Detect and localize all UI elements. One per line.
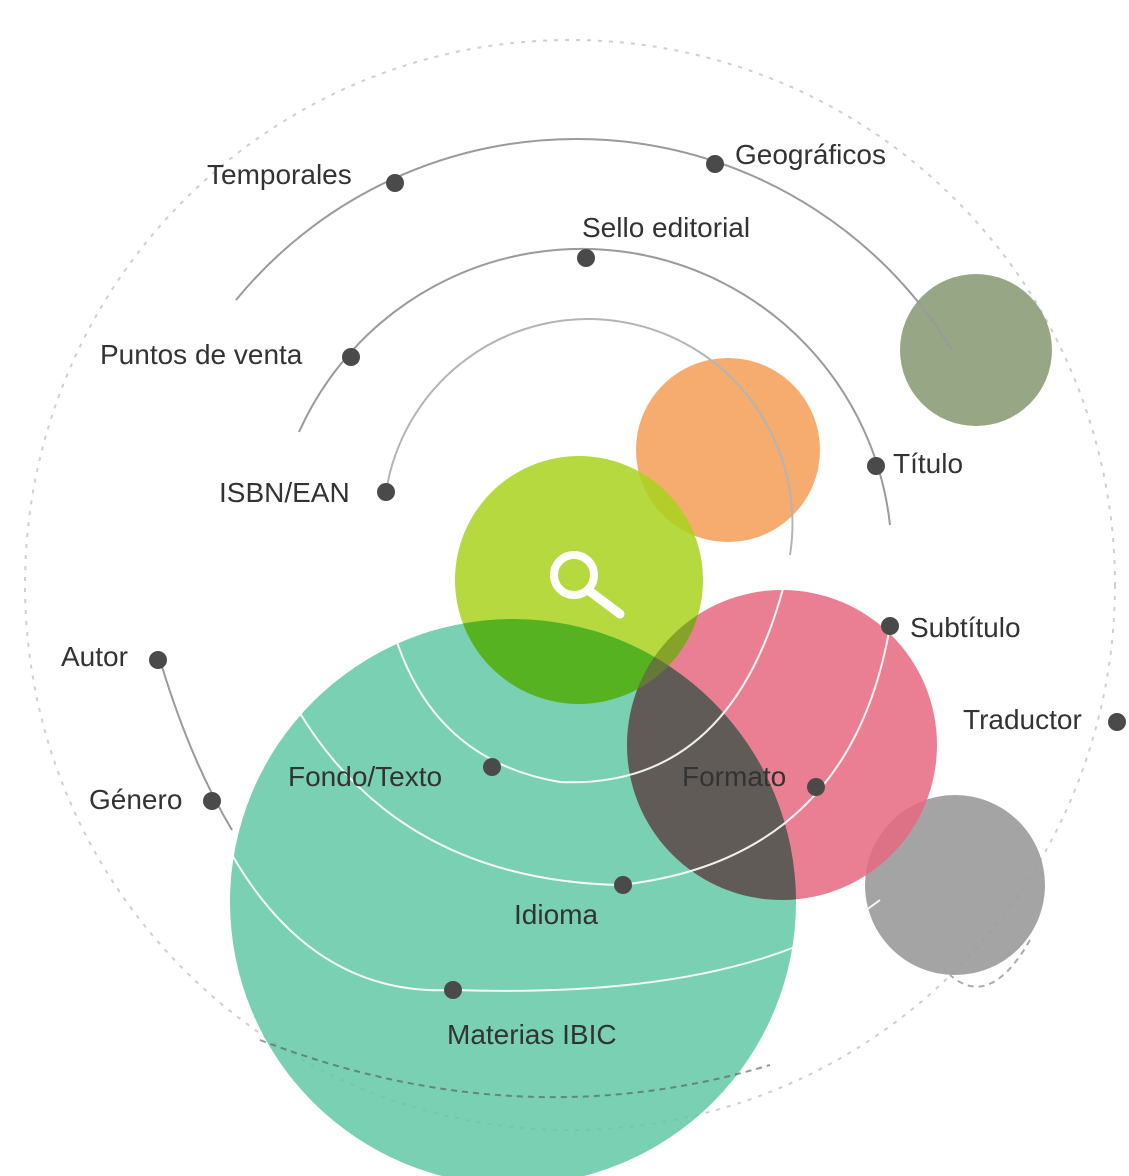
label-titulo[interactable]: Título [893, 448, 964, 479]
label-puntos-de-venta[interactable]: Puntos de venta [100, 339, 303, 370]
dot-geograficos[interactable] [706, 155, 724, 173]
search-icon[interactable] [550, 551, 625, 619]
label-traductor[interactable]: Traductor [963, 704, 1082, 735]
dot-idioma[interactable] [614, 876, 632, 894]
dashed-lower-segment [259, 1039, 771, 1099]
orbit-inner-top [385, 318, 794, 556]
dot-sello-editorial[interactable] [577, 249, 595, 267]
dot-traductor[interactable] [1108, 713, 1126, 731]
dot-materias-ibic[interactable] [444, 981, 462, 999]
orbit-middle-top [298, 247, 891, 526]
dot-formato[interactable] [807, 778, 825, 796]
label-temporales[interactable]: Temporales [207, 159, 352, 190]
dashed-right-segment [949, 939, 1031, 988]
orbit-inner-bottom [379, 559, 791, 784]
orbit-outer-bottom-grey [159, 659, 233, 831]
dot-genero[interactable] [203, 792, 221, 810]
dot-titulo[interactable] [867, 457, 885, 475]
dot-puntos-de-venta[interactable] [342, 348, 360, 366]
label-idioma[interactable]: Idioma [514, 899, 599, 930]
label-genero[interactable]: Género [89, 784, 183, 815]
dot-temporales[interactable] [386, 174, 404, 192]
circle-olive [900, 274, 1052, 426]
circle-orange [636, 358, 820, 542]
label-fondo-texto[interactable]: Fondo/Texto [288, 761, 443, 792]
outer-dashed-ring [24, 39, 1116, 1131]
dot-subtitulo[interactable] [881, 617, 899, 635]
label-materias-ibic[interactable]: Materias IBIC [447, 1019, 617, 1050]
dot-autor[interactable] [149, 651, 167, 669]
circle-gray [865, 795, 1045, 975]
label-subtitulo[interactable]: Subtítulo [910, 612, 1021, 643]
label-sello-editorial[interactable]: Sello editorial [582, 212, 751, 243]
label-geograficos[interactable]: Geográficos [735, 139, 886, 170]
dot-fondo-texto[interactable] [483, 758, 501, 776]
label-formato[interactable]: Formato [682, 761, 787, 792]
orbit-outer-top [235, 137, 953, 351]
label-autor[interactable]: Autor [61, 641, 128, 672]
dot-isbn-ean[interactable] [377, 483, 395, 501]
label-isbn-ean[interactable]: ISBN/EAN [219, 477, 350, 508]
